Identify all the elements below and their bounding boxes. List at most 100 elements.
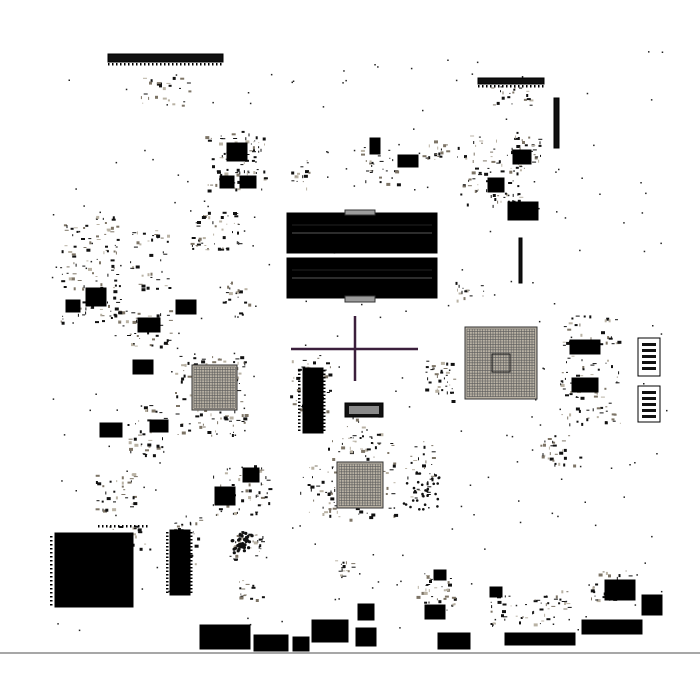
- via: [250, 534, 254, 538]
- smd-pad: [226, 223, 228, 225]
- smd-pad: [192, 247, 195, 250]
- smd-pad: [361, 426, 366, 429]
- smd-pad: [443, 589, 446, 592]
- smd-pad: [180, 380, 183, 384]
- smd-pad: [306, 160, 308, 162]
- smd-pad: [226, 468, 228, 471]
- smd-pad: [85, 267, 88, 270]
- smd-pad: [208, 216, 211, 220]
- smd-pad: [270, 73, 273, 76]
- smd-pad: [225, 415, 229, 417]
- smd-pad: [102, 320, 105, 323]
- smd-pad: [152, 158, 154, 161]
- smd-pad: [261, 541, 265, 543]
- pin: [323, 408, 326, 410]
- smd-pad: [579, 249, 581, 252]
- smd-pad: [245, 140, 250, 144]
- smd-pad: [512, 200, 514, 202]
- smd-pad: [322, 506, 324, 509]
- smd-pad: [235, 358, 240, 360]
- smd-pad: [207, 431, 212, 434]
- smd-pad: [205, 363, 208, 366]
- smd-pad: [592, 408, 594, 412]
- smd-pad: [113, 267, 115, 270]
- smd-pad: [585, 616, 587, 618]
- smd-pad: [263, 170, 266, 174]
- smd-pad: [219, 157, 224, 159]
- smd-pad: [190, 522, 192, 526]
- smd-pad: [336, 335, 339, 337]
- smd-pad: [125, 497, 129, 499]
- smd-pad: [636, 574, 638, 576]
- smd-pad: [494, 198, 497, 201]
- smd-pad: [322, 513, 325, 516]
- smd-pad: [240, 164, 244, 166]
- smd-pad: [248, 483, 251, 487]
- smd-pad: [233, 431, 234, 433]
- smd-pad: [251, 586, 256, 589]
- smd-pad: [560, 380, 563, 383]
- smd-pad: [223, 360, 227, 363]
- smd-pad: [238, 478, 241, 482]
- smd-pad: [532, 282, 534, 284]
- smd-pad: [559, 451, 564, 455]
- smd-pad: [239, 581, 240, 583]
- smd-pad: [516, 461, 519, 463]
- smd-pad: [107, 301, 108, 304]
- smd-pad: [235, 291, 239, 295]
- smd-pad: [163, 417, 168, 419]
- smd-pad: [102, 217, 104, 220]
- smd-pad: [215, 430, 216, 433]
- smd-pad: [211, 158, 215, 161]
- smd-pad: [544, 440, 546, 443]
- smd-pad: [62, 315, 64, 317]
- smd-pad: [251, 159, 255, 162]
- smd-pad: [469, 484, 472, 486]
- smd-pad: [95, 280, 98, 282]
- smd-pad: [382, 168, 384, 170]
- smd-pad: [220, 510, 223, 513]
- smd-pad: [90, 260, 93, 263]
- smd-pad: [615, 382, 620, 384]
- smd-pad: [259, 544, 262, 548]
- boardview-canvas[interactable]: [0, 0, 700, 652]
- smd-pad: [290, 395, 294, 399]
- smd-pad: [236, 173, 240, 177]
- smd-pad: [237, 188, 241, 191]
- via: [402, 502, 406, 505]
- smd-pad: [616, 381, 618, 384]
- smd-pad: [244, 429, 246, 432]
- smd-pad: [660, 590, 663, 593]
- smd-pad: [549, 452, 551, 456]
- smd-pad: [579, 456, 583, 459]
- smd-pad: [417, 585, 419, 589]
- smd-pad: [436, 375, 438, 378]
- smd-pad: [70, 227, 74, 230]
- smd-pad: [219, 220, 223, 223]
- smd-pad: [634, 604, 637, 606]
- smd-pad: [421, 591, 426, 595]
- pcb-layout[interactable]: [0, 0, 700, 652]
- smd-pad: [490, 151, 494, 153]
- smd-pad: [431, 478, 434, 482]
- smd-pad: [203, 200, 206, 202]
- smd-pad: [551, 605, 556, 607]
- smd-pad: [212, 165, 215, 169]
- pin: [166, 574, 169, 576]
- smd-pad: [552, 440, 554, 443]
- smd-pad: [561, 590, 564, 594]
- smd-pad: [233, 352, 236, 355]
- pin: [166, 532, 169, 534]
- smd-pad: [95, 393, 97, 395]
- smd-pad: [574, 324, 578, 327]
- pin: [298, 380, 301, 382]
- connector-pin: [642, 397, 656, 400]
- pin: [166, 563, 169, 565]
- smd-pad: [535, 399, 537, 401]
- smd-pad: [210, 184, 214, 186]
- smd-pad: [506, 193, 509, 197]
- smd-pad: [352, 440, 357, 442]
- smd-pad: [160, 313, 162, 317]
- smd-pad: [129, 447, 133, 451]
- smd-pad: [326, 410, 330, 414]
